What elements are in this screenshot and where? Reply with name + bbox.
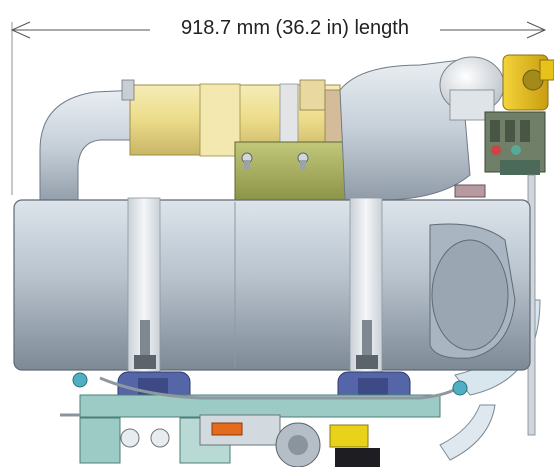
injector-block bbox=[484, 111, 546, 175]
clamp-strap-left bbox=[127, 197, 161, 373]
mounting-bracket bbox=[234, 141, 361, 201]
clamp-strap-right bbox=[349, 197, 383, 373]
air-cleaner-housing bbox=[339, 56, 505, 201]
valve-cluster bbox=[120, 414, 380, 467]
linkage bbox=[454, 184, 486, 198]
hydraulic-pump bbox=[502, 54, 554, 111]
main-housing-cylinder bbox=[13, 199, 531, 371]
intake-elbow-pipe bbox=[39, 89, 141, 206]
fuel-filter bbox=[121, 79, 348, 157]
length-dimension-label: 918.7 mm (36.2 in) length bbox=[150, 15, 440, 41]
